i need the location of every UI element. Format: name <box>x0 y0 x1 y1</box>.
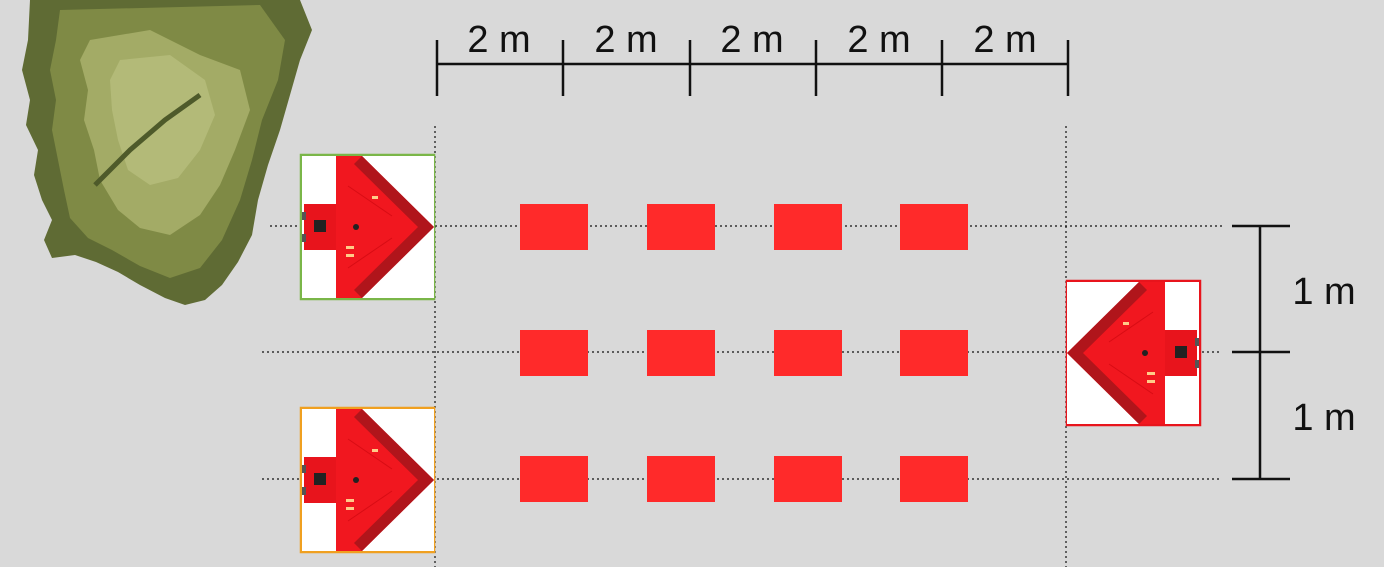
h-dimension-label-1: 2 m <box>467 19 530 61</box>
target-square-r3-c3 <box>774 456 842 502</box>
target-grid <box>520 204 968 502</box>
target-square-r2-c3 <box>774 330 842 376</box>
vertical-dimension-labels: 1 m 1 m <box>1292 271 1355 439</box>
target-square-r1-c4 <box>900 204 968 250</box>
target-square-r3-c4 <box>900 456 968 502</box>
h-dimension-label-3: 2 m <box>720 19 783 61</box>
horizontal-dimension-bar <box>435 40 1070 96</box>
v-dimension-label-2: 1 m <box>1292 397 1355 439</box>
target-square-r3-c1 <box>520 456 588 502</box>
device-orange-frame <box>299 406 436 554</box>
target-square-r2-c1 <box>520 330 588 376</box>
vertical-dimension-bar <box>1232 224 1290 481</box>
device-red-frame <box>1065 279 1202 427</box>
target-square-r3-c2 <box>647 456 715 502</box>
tree-branch <box>93 92 202 187</box>
target-square-r2-c4 <box>900 330 968 376</box>
target-square-r1-c1 <box>520 204 588 250</box>
v-dimension-label-1: 1 m <box>1292 271 1355 313</box>
h-dimension-label-2: 2 m <box>594 19 657 61</box>
device-green-frame <box>299 153 436 301</box>
target-square-r1-c3 <box>774 204 842 250</box>
target-square-r2-c2 <box>647 330 715 376</box>
tree-illustration <box>22 0 312 305</box>
h-dimension-label-5: 2 m <box>973 19 1036 61</box>
horizontal-dimension-labels: 2 m 2 m 2 m 2 m 2 m <box>467 19 1036 61</box>
target-square-r1-c2 <box>647 204 715 250</box>
h-dimension-label-4: 2 m <box>847 19 910 61</box>
